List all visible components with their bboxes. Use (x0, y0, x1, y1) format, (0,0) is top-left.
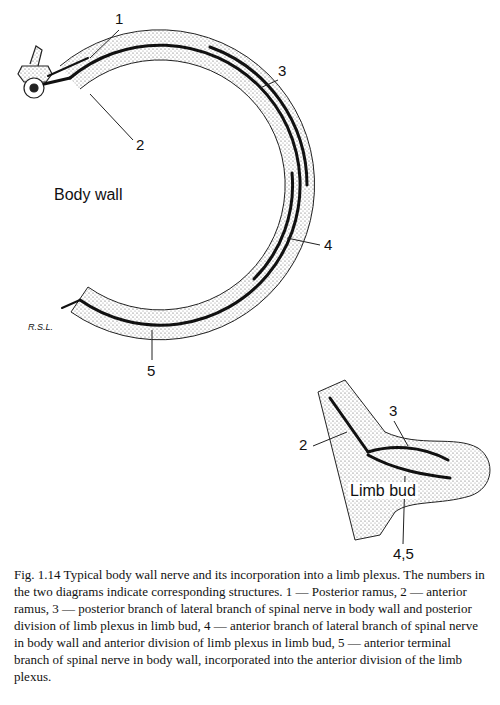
artist-signature: R.S.L. (26, 322, 55, 332)
region-label: Body wall (52, 186, 124, 203)
callout-number: 5 (145, 362, 157, 379)
body-wall-nerve (44, 45, 307, 325)
vertebra (18, 46, 52, 98)
body-wall (60, 30, 315, 340)
callout-number: 4,5 (391, 545, 416, 562)
limb-plexus-nerve (330, 398, 450, 478)
callout-number: 2 (297, 436, 309, 453)
callout-number: 3 (387, 402, 399, 419)
callout-number: 1 (113, 10, 125, 27)
region-label: Limb bud (348, 482, 418, 499)
callout-number: 4 (322, 236, 334, 253)
callout-number: 2 (134, 136, 146, 153)
callout-number: 3 (276, 62, 288, 79)
leader-lines (90, 30, 320, 360)
figure-caption: Fig. 1.14 Typical body wall nerve and it… (14, 566, 486, 685)
